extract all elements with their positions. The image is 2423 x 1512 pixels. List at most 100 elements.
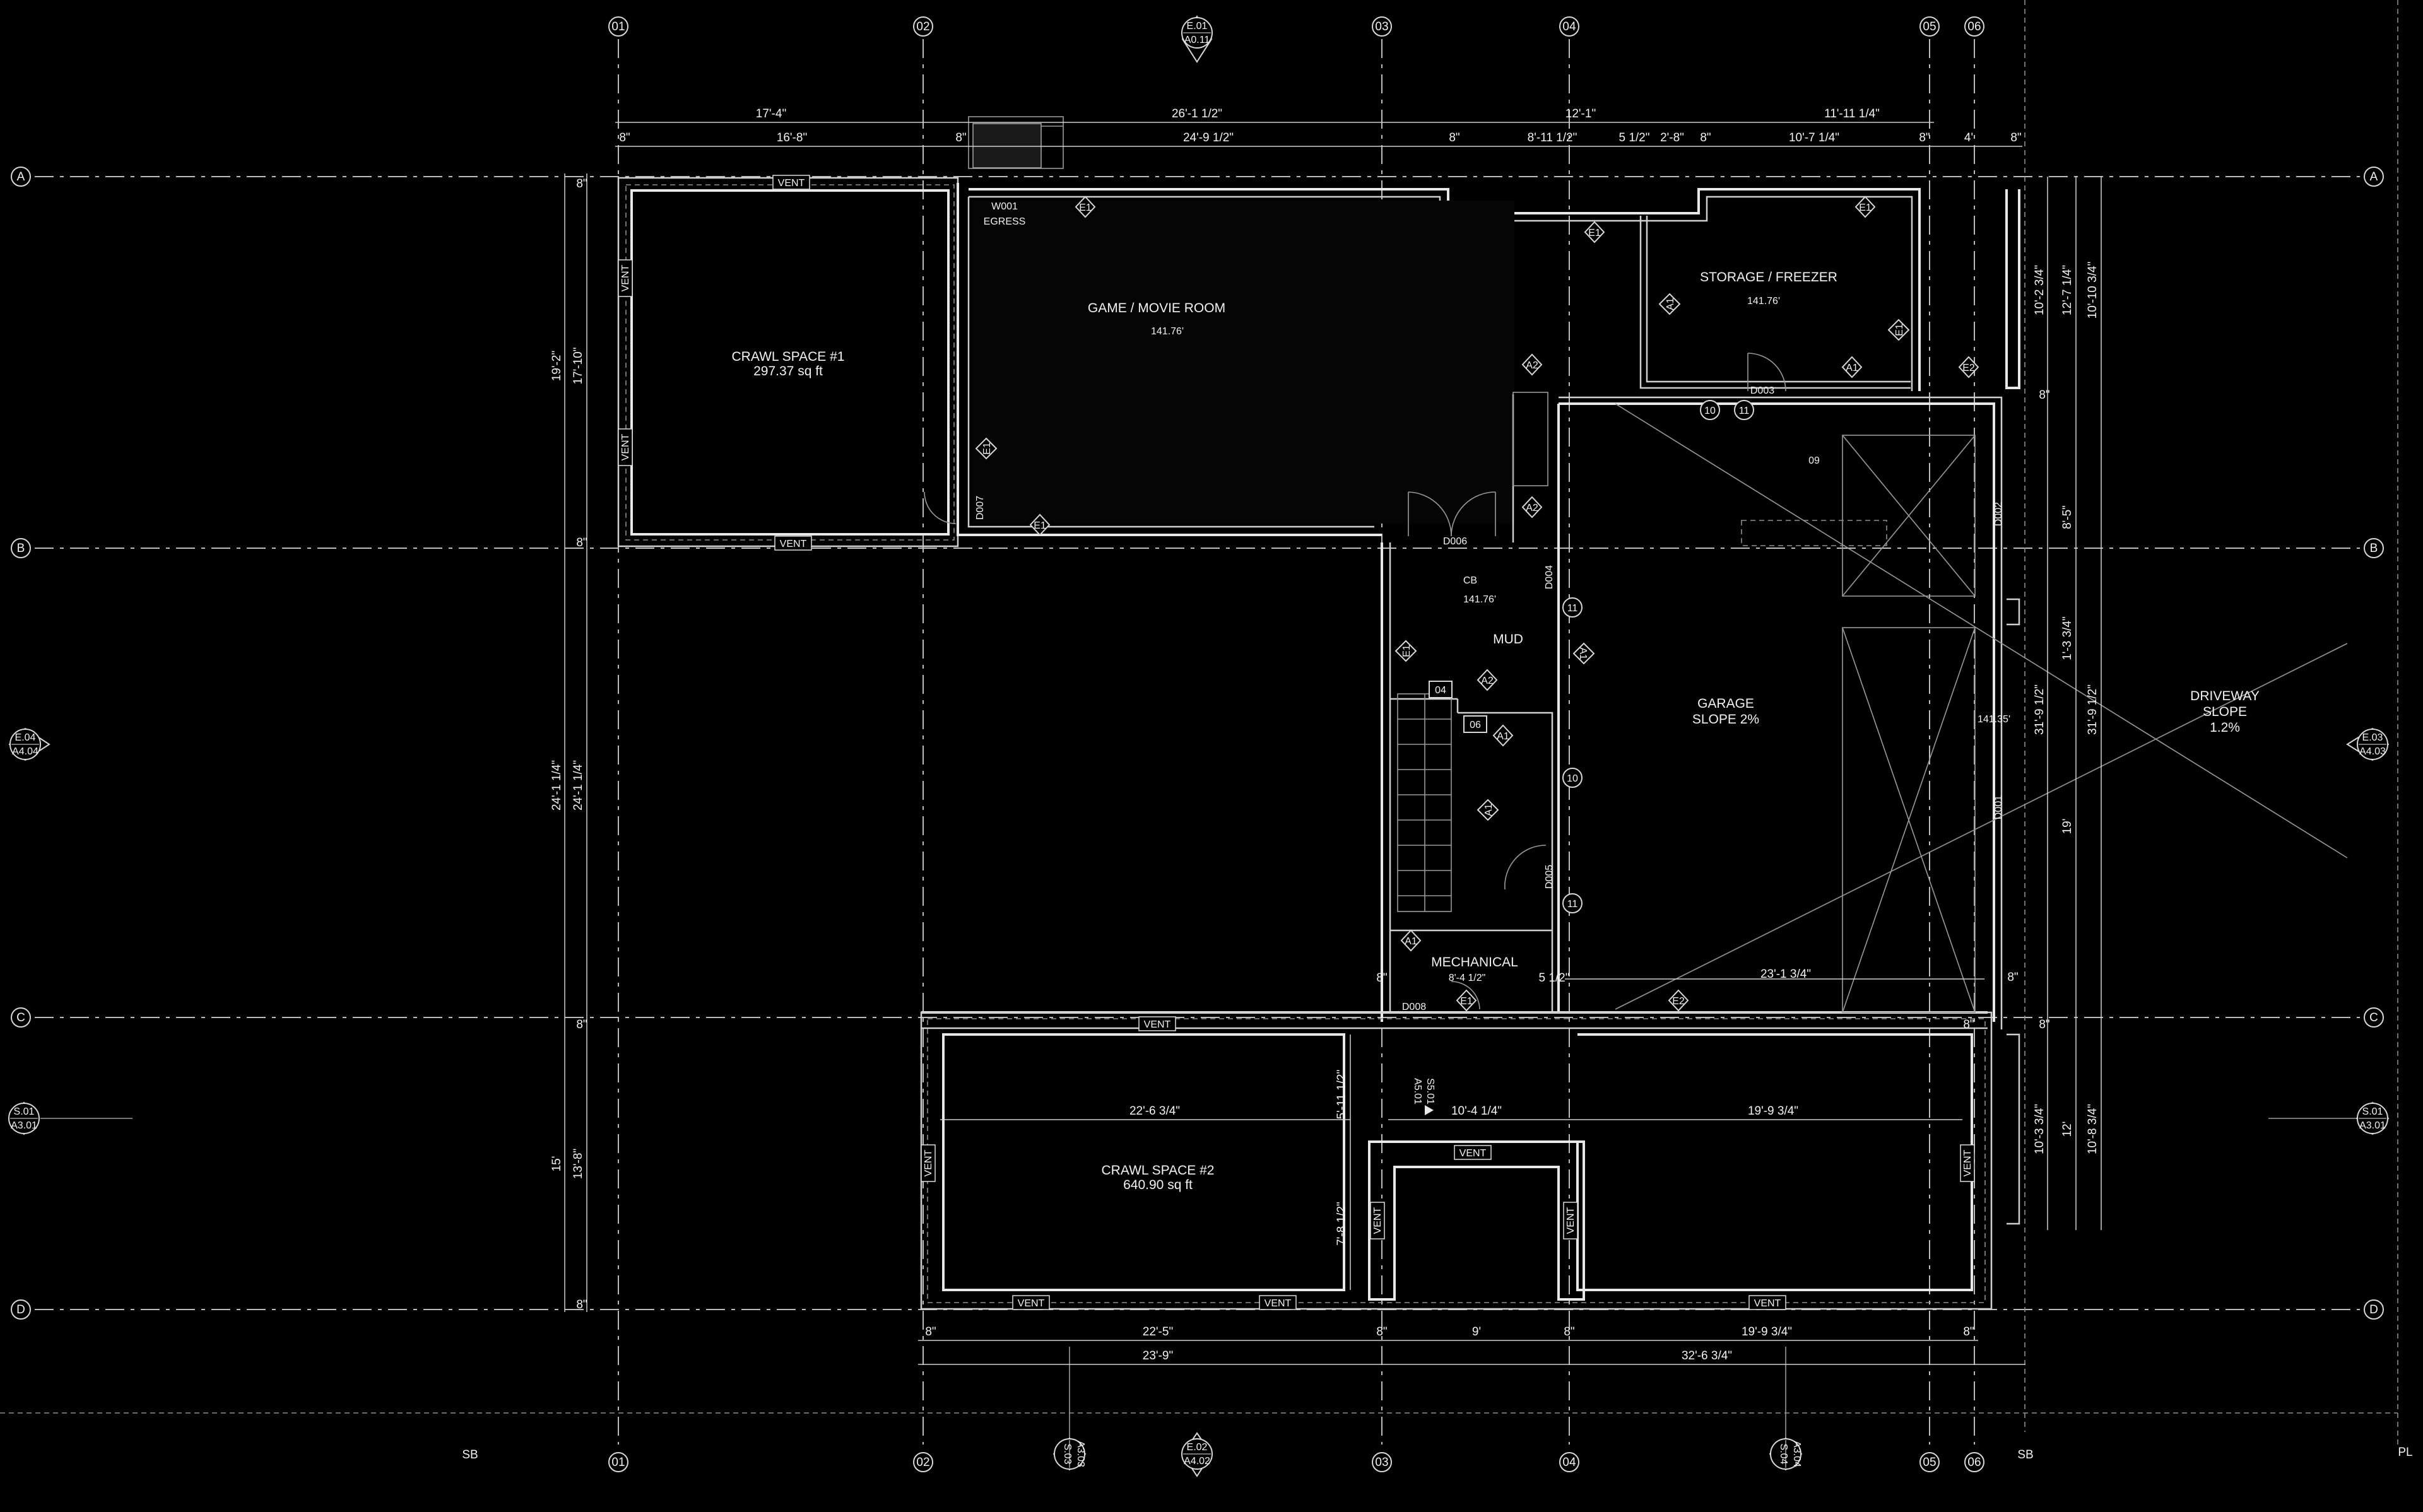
- grid-label-03-bottom: 03: [1375, 1456, 1388, 1469]
- window-egress: EGRESS: [984, 216, 1026, 227]
- tag-a1-5: A1: [1483, 804, 1494, 816]
- mechanical-room-name: MECHANICAL: [1431, 955, 1518, 970]
- tag-11-1: 11: [1739, 406, 1750, 416]
- dim-inner-8: 5 1/2": [1538, 971, 1569, 985]
- vent-label-11: VENT: [1565, 1207, 1576, 1234]
- section-marker-stair-ref: S5.01: [1425, 1078, 1436, 1105]
- vent-label-1: VENT: [778, 178, 805, 189]
- tag-10-1: 10: [1704, 406, 1716, 416]
- grid-label-a-left: A: [17, 170, 25, 184]
- dim-top-2: 26'-1 1/2": [1172, 107, 1222, 120]
- dim-right-11: 10'-8 3/4": [2086, 1104, 2099, 1154]
- grid-label-06-top: 06: [1967, 20, 1981, 33]
- grid-label-01-top: 01: [611, 20, 625, 33]
- section-marker-right: S.01 A3.01: [2268, 1101, 2390, 1135]
- dim-bottom-6: 19'-9 3/4": [1742, 1325, 1792, 1339]
- property-line-label: PL: [2398, 1446, 2412, 1459]
- door-label-d002: D002: [1993, 502, 2004, 526]
- tag-e2-2: E2: [1672, 996, 1685, 1007]
- dim-bottom-9: 32'-6 3/4": [1682, 1349, 1732, 1363]
- section-marker-stair: S5.01 A5.01: [1412, 1078, 1436, 1115]
- tag-a1-6: A1: [1405, 936, 1417, 947]
- dim-inner-9: 8": [1963, 1018, 1974, 1031]
- section-marker-right-sheet: A3.01: [2359, 1120, 2386, 1131]
- grid-label-b-right: B: [2370, 542, 2378, 555]
- elevation-marker-bottom-ref: E.02: [1187, 1442, 1208, 1453]
- door-label-d005: D005: [1544, 865, 1555, 889]
- section-marker-stair-sheet: A5.01: [1412, 1078, 1423, 1105]
- grid-label-c-right: C: [2369, 1011, 2378, 1024]
- dim-bottom-4: 9': [1472, 1325, 1481, 1339]
- section-marker-bottom-1-ref: S.03: [1062, 1444, 1073, 1465]
- dim-inner-7: 8": [1376, 971, 1387, 985]
- dim-right-6: 31'-9 1/2": [2033, 684, 2046, 735]
- grid-label-05-top: 05: [1923, 20, 1936, 33]
- dim-top-9: 8": [1449, 131, 1459, 144]
- dim-right-8: 19': [2061, 819, 2074, 835]
- vent-label-3: VENT: [620, 264, 631, 291]
- dim-inner-1: 22'-6 3/4": [1129, 1105, 1180, 1118]
- elevation-marker-top-ref: E.01: [1187, 21, 1208, 32]
- dim-left-7: 8": [576, 177, 587, 190]
- dim-bottom-8: 23'-9": [1143, 1349, 1173, 1363]
- crawl-space-2-area: 640.90 sq ft: [1123, 1178, 1193, 1192]
- vent-label-2: VENT: [780, 539, 807, 549]
- dim-inner-2: 5'-11 1/2": [1335, 1070, 1348, 1120]
- game-room-elevation: 141.76': [1151, 326, 1184, 337]
- grid-label-01-bottom: 01: [611, 1456, 625, 1469]
- tag-a1-4: A1: [1497, 731, 1509, 742]
- dim-left-3: 24'-1 1/4": [550, 760, 563, 811]
- dim-inner-3: 7'-8 1/2": [1335, 1202, 1348, 1246]
- elevation-marker-top-sheet: A0.11: [1184, 35, 1210, 45]
- dim-bottom-1: 8": [925, 1325, 936, 1339]
- dim-top-7: 8": [955, 131, 966, 144]
- dim-top-15: 8": [1919, 131, 1930, 144]
- vents: VENT VENT VENT VENT VENT VENT VENT VENT …: [618, 175, 1975, 1310]
- dim-top-3: 12'-1": [1565, 107, 1596, 120]
- section-marker-left-ref: S.01: [14, 1106, 35, 1117]
- grid-label-b-left: B: [17, 542, 25, 555]
- tag-a1-2: A1: [1846, 363, 1858, 373]
- dim-right-1: 10'-2 3/4": [2033, 265, 2046, 315]
- elevation-marker-left: E.04 A4.04: [8, 727, 50, 761]
- dimension-text-top: 17'-4" 26'-1 1/2" 12'-1" 11'-11 1/4" 8" …: [619, 107, 2021, 144]
- dim-top-12: 2'-8": [1660, 131, 1684, 144]
- doors: [924, 353, 1786, 1010]
- tag-e1-1: E1: [1079, 202, 1092, 213]
- dimension-text-left: 19'-2" 17'-10" 24'-1 1/4" 24'-1 1/4" 15'…: [550, 177, 587, 1311]
- vent-label-7: VENT: [1018, 1298, 1045, 1309]
- door-label-d004: D004: [1544, 565, 1555, 589]
- dim-right-9: 10'-3 3/4": [2033, 1104, 2046, 1154]
- tag-a2-1: A2: [1526, 360, 1538, 371]
- grid-bubbles-sides: A B C D A B C D: [11, 167, 2384, 1320]
- driveway-name: DRIVEWAY: [2190, 689, 2260, 703]
- tag-04: 04: [1435, 685, 1446, 696]
- mud-room-name: MUD: [1493, 632, 1523, 647]
- grid-label-d-left: D: [16, 1303, 25, 1316]
- elevation-marker-left-sheet: A4.04: [12, 746, 38, 757]
- vent-label-9: VENT: [1459, 1148, 1487, 1159]
- section-marker-bottom-2-ref: S.04: [1778, 1444, 1789, 1465]
- dim-left-4: 24'-1 1/4": [572, 760, 585, 811]
- dim-left-5: 15': [550, 1156, 563, 1172]
- dim-left-6: 13'-8": [572, 1149, 585, 1179]
- elevation-marker-right-sheet: A4.03: [2359, 746, 2386, 757]
- tag-e2-1: E2: [1962, 363, 1975, 373]
- elevation-marker-bottom-sheet: A4.02: [1184, 1456, 1210, 1467]
- catch-basin-label: CB: [1463, 575, 1477, 586]
- dim-bottom-5: 8": [1564, 1325, 1574, 1339]
- elevation-marker-right: E.03 A4.03: [2346, 727, 2390, 761]
- setback-label-right: SB: [2017, 1448, 2033, 1462]
- dim-bottom-2: 22'-5": [1143, 1325, 1173, 1339]
- walls: [617, 116, 2020, 1310]
- vent-label-10: VENT: [1372, 1207, 1383, 1234]
- vent-label-5: VENT: [1144, 1019, 1171, 1030]
- window-id: W001: [991, 201, 1018, 212]
- grid-label-03-top: 03: [1375, 20, 1388, 33]
- dim-right-10: 12': [2061, 1122, 2074, 1137]
- elevation-marker-right-ref: E.03: [2362, 732, 2383, 743]
- dim-left-2: 17'-10": [572, 348, 585, 385]
- dim-inner-4: 10'-4 1/4": [1451, 1105, 1502, 1118]
- garage-name: GARAGE: [1697, 696, 1754, 711]
- dim-top-6: 16'-8": [777, 131, 807, 144]
